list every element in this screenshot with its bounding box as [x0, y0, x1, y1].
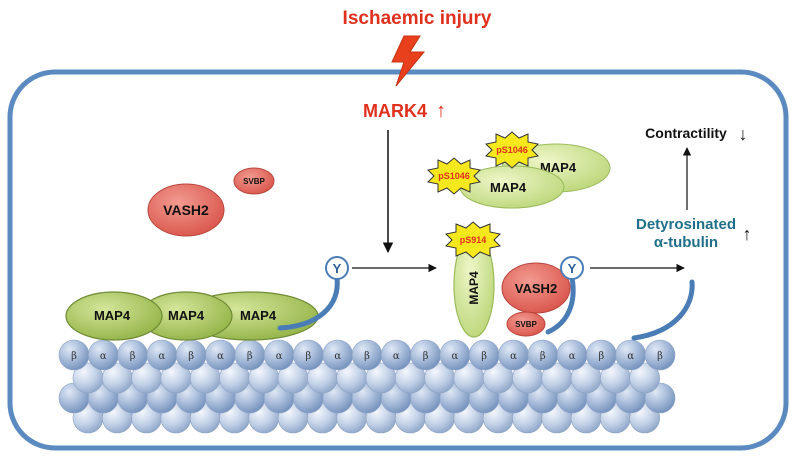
- alpha-tubulin-subunit-label: α: [100, 351, 107, 362]
- map4-bound-2-label: MAP4: [168, 308, 205, 323]
- ps914-label: pS914: [460, 235, 487, 245]
- lightning-bolt-icon: [391, 35, 426, 87]
- tubulin-bead: [629, 362, 661, 394]
- svbp-free-label: SVBP: [243, 177, 265, 186]
- beta-tubulin-subunit-label: β: [540, 351, 546, 362]
- map4-ps914-label: MAP4: [467, 271, 481, 305]
- svbp-free: [233, 167, 275, 195]
- beta-tubulin-subunit-label: β: [130, 351, 136, 362]
- ps1046-label-lower: pS1046: [438, 171, 470, 181]
- tyrosine-left-label: Y: [333, 261, 342, 276]
- mark4-up-arrow-icon: ↑: [436, 100, 446, 122]
- beta-tubulin-subunit-label: β: [364, 351, 370, 362]
- contractility-down-arrow-icon: ↓: [739, 124, 748, 144]
- alpha-tubulin-subunit-label: α: [510, 351, 517, 362]
- map4-bound-1: [65, 291, 163, 341]
- alpha-tubulin-subunit-label: α: [569, 351, 576, 362]
- ps1046-star-lower: [426, 157, 482, 195]
- map4-detached-back-label: MAP4: [540, 160, 577, 175]
- ps1046-label-upper: pS1046: [496, 145, 528, 155]
- svbp-bound: [506, 311, 546, 337]
- title-ischaemic-injury: Ischaemic injury: [343, 8, 492, 29]
- ps1046-star-upper: [484, 131, 540, 169]
- beta-tubulin-subunit-label: β: [599, 351, 605, 362]
- map4-bound-1-label: MAP4: [94, 308, 131, 323]
- vash2-bound: [501, 262, 571, 314]
- alpha-tubulin-label: α-tubulin: [654, 234, 718, 251]
- contractility-label: Contractility: [645, 125, 727, 141]
- mark4-label: MARK4: [363, 101, 427, 121]
- beta-tubulin-subunit-label: β: [657, 351, 663, 362]
- beta-tubulin-subunit-label: β: [306, 351, 312, 362]
- tyrosinated-tail-left: [277, 275, 340, 331]
- cell-membrane: [7, 69, 789, 451]
- beta-tubulin-subunit-label: β: [247, 351, 253, 362]
- alpha-tubulin-subunit-label: α: [334, 351, 341, 362]
- alpha-tubulin-subunit-label: α: [452, 351, 459, 362]
- tyrosinated-tail-right: [545, 275, 576, 335]
- alpha-tubulin-subunit-label: α: [627, 351, 634, 362]
- alpha-tubulin-subunit-label: α: [393, 351, 400, 362]
- vash2-free-label: VASH2: [163, 202, 209, 218]
- detyrosinated-label: Detyrosinated: [636, 216, 736, 233]
- beta-tubulin-subunit-label: β: [188, 351, 194, 362]
- vash2-bound-label: VASH2: [515, 281, 557, 296]
- alpha-tubulin-subunit-label: α: [276, 351, 283, 362]
- tyrosine-right: [560, 256, 584, 280]
- map4-detached-front-label: MAP4: [490, 180, 527, 195]
- tyrosine-left: [325, 256, 349, 280]
- tubulin-bead: [644, 339, 676, 371]
- alpha-tubulin-subunit-label: α: [217, 351, 224, 362]
- tyrosine-right-label: Y: [568, 261, 577, 276]
- ps914-star: [444, 221, 502, 259]
- svbp-bound-label: SVBP: [515, 320, 537, 329]
- detyrosinated-tail: [631, 279, 695, 341]
- beta-tubulin-subunit-label: β: [481, 351, 487, 362]
- beta-tubulin-subunit-label: β: [71, 351, 77, 362]
- detyrosinated-up-arrow-icon: ↑: [743, 224, 752, 244]
- vash2-free: [147, 183, 225, 237]
- alpha-tubulin-subunit-label: α: [159, 351, 166, 362]
- map4-bound-3-label: MAP4: [240, 308, 277, 323]
- beta-tubulin-subunit-label: β: [423, 351, 429, 362]
